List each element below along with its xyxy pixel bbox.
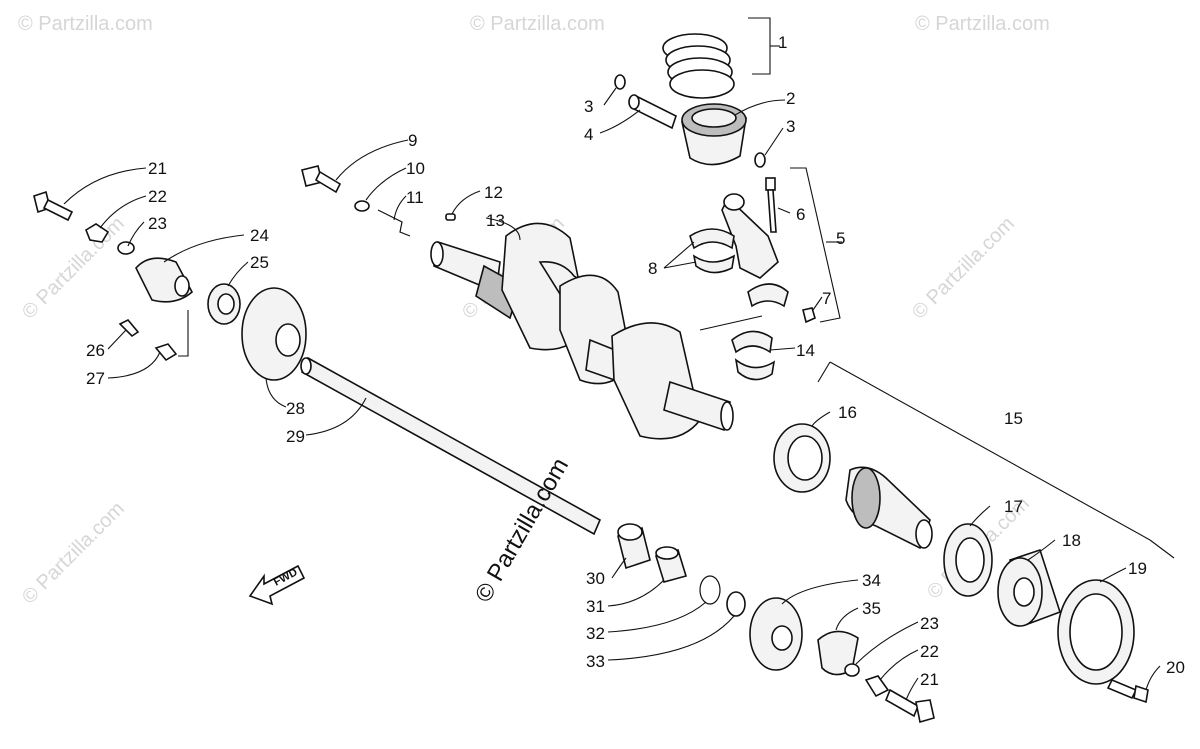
clip-27 bbox=[154, 343, 178, 362]
callout-22: 22 bbox=[920, 642, 939, 661]
callout-10: 10 bbox=[406, 159, 425, 178]
callout-22: 22 bbox=[148, 187, 167, 206]
lock-plate-22-bottom bbox=[864, 675, 890, 698]
callout-3: 3 bbox=[584, 97, 593, 116]
screw-26 bbox=[118, 319, 140, 338]
callout-6: 6 bbox=[796, 205, 805, 224]
circlip bbox=[614, 74, 626, 90]
main-bearing bbox=[731, 330, 776, 381]
watermark-small: © Partzilla.com bbox=[18, 13, 153, 35]
balancer-shaft-29 bbox=[300, 356, 602, 536]
lock-plate-22 bbox=[85, 223, 110, 243]
callout-23: 23 bbox=[148, 214, 167, 233]
callout-24: 24 bbox=[250, 226, 269, 245]
callout-12: 12 bbox=[484, 183, 503, 202]
callout-labels: 1 2 3 3 4 5 6 7 8 9 10 11 12 13 14 15 16… bbox=[86, 33, 1185, 689]
bolt-21-top bbox=[33, 190, 74, 222]
connecting-rod bbox=[721, 193, 789, 308]
callout-15: 15 bbox=[1004, 409, 1023, 428]
rod-bolt bbox=[765, 177, 777, 233]
piston-pin bbox=[628, 94, 677, 130]
callout-4: 4 bbox=[584, 125, 593, 144]
cover-19 bbox=[1057, 579, 1135, 685]
bushing-30 bbox=[617, 523, 651, 570]
callout-17: 17 bbox=[1004, 497, 1023, 516]
seal-17 bbox=[943, 523, 993, 597]
callout-2: 2 bbox=[786, 89, 795, 108]
watermark-small: © Partzilla.com bbox=[908, 213, 1019, 324]
key-spring bbox=[377, 209, 411, 237]
bracket-15 bbox=[829, 361, 1151, 541]
piston bbox=[681, 103, 747, 166]
callout-23: 23 bbox=[920, 614, 939, 633]
leader-lines bbox=[63, 45, 1161, 701]
needle-bearing-31 bbox=[654, 546, 688, 583]
callout-11: 11 bbox=[406, 188, 424, 207]
callout-31: 31 bbox=[586, 597, 605, 616]
bearing-18 bbox=[997, 548, 1061, 627]
callout-20: 20 bbox=[1166, 658, 1185, 677]
callout-35: 35 bbox=[862, 599, 881, 618]
washer-23 bbox=[117, 241, 135, 255]
callout-32: 32 bbox=[586, 624, 605, 643]
callout-16: 16 bbox=[838, 403, 857, 422]
bolt-21-bottom bbox=[884, 688, 935, 724]
bearing-25 bbox=[207, 283, 241, 325]
bracket-26-27 bbox=[178, 310, 189, 357]
washer bbox=[354, 200, 370, 212]
piston-rings bbox=[662, 33, 735, 99]
callout-27: 27 bbox=[86, 369, 105, 388]
bracket-5 bbox=[790, 167, 841, 323]
callout-14: 14 bbox=[796, 341, 815, 360]
callout-28: 28 bbox=[286, 399, 305, 418]
bracket-1 bbox=[748, 17, 771, 75]
seal-16 bbox=[773, 423, 831, 493]
driven-gear-34 bbox=[749, 597, 803, 671]
callout-9: 9 bbox=[408, 131, 417, 150]
crank-bolt bbox=[301, 165, 342, 194]
callout-3: 3 bbox=[786, 117, 795, 136]
forward-arrow-icon: FWD bbox=[248, 564, 306, 606]
callout-33: 33 bbox=[586, 652, 605, 671]
washer-33 bbox=[726, 591, 746, 617]
washer-23-bottom bbox=[844, 663, 860, 677]
callout-5: 5 bbox=[836, 229, 845, 248]
callout-13: 13 bbox=[486, 211, 505, 230]
rod-bearing-upper bbox=[689, 228, 736, 274]
balancer-gear-28 bbox=[241, 287, 307, 381]
bracket-15-end bbox=[1149, 539, 1175, 559]
rod-nut bbox=[802, 307, 816, 324]
callout-1: 1 bbox=[778, 33, 787, 52]
callout-25: 25 bbox=[250, 253, 269, 272]
crankshaft bbox=[430, 222, 734, 440]
watermark-small: © Partzilla.com bbox=[18, 498, 129, 609]
callout-26: 26 bbox=[86, 341, 105, 360]
callout-21: 21 bbox=[920, 670, 939, 689]
watermark-small: © Partzilla.com bbox=[915, 13, 1050, 35]
callout-34: 34 bbox=[862, 571, 881, 590]
snap-ring-32 bbox=[699, 575, 721, 605]
callout-21: 21 bbox=[148, 159, 167, 178]
drive-gear-shaft bbox=[845, 466, 933, 550]
bolt-20 bbox=[1106, 678, 1149, 704]
callout-30: 30 bbox=[586, 569, 605, 588]
watermark-small: © Partzilla.com bbox=[470, 13, 605, 35]
callout-19: 19 bbox=[1128, 559, 1147, 578]
callout-8: 8 bbox=[648, 259, 657, 278]
woodruff-key bbox=[445, 213, 456, 221]
watermark-small: © Partzilla.com bbox=[18, 213, 129, 324]
bracket-15-end bbox=[817, 361, 831, 383]
callout-29: 29 bbox=[286, 427, 305, 446]
callout-7: 7 bbox=[822, 289, 831, 308]
callout-18: 18 bbox=[1062, 531, 1081, 550]
balancer-weight-24 bbox=[135, 257, 194, 303]
circlip bbox=[754, 152, 766, 168]
